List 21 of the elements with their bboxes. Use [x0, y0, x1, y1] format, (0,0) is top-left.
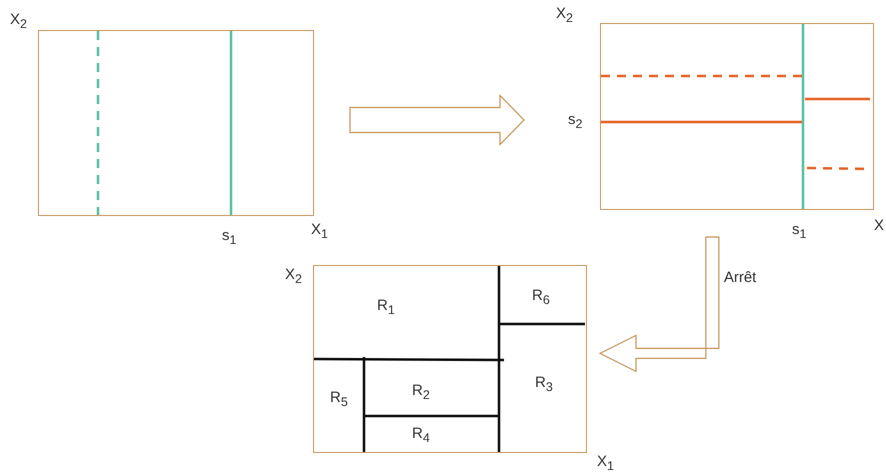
axis-label: X	[874, 218, 884, 233]
region-label: R$_{5}$	[330, 390, 348, 408]
axis-label: s$_{1}$	[222, 228, 236, 246]
plot-frame	[313, 265, 587, 453]
axis-label: X$_{2}$	[10, 12, 27, 30]
region-label: R$_{4}$	[412, 426, 430, 444]
region-label: R$_{1}$	[377, 298, 395, 316]
axis-label: X$_{1}$	[597, 454, 614, 472]
axis-label: X$_{2}$	[556, 6, 573, 24]
plot-frame	[38, 30, 314, 216]
axis-label: X$_{2}$	[285, 267, 302, 286]
region-label: R$_{3}$	[535, 375, 553, 394]
region-label: R$_{6}$	[532, 288, 550, 306]
axis-label: X$_{1}$	[311, 222, 328, 240]
axis-label: s$_{2}$	[568, 112, 582, 130]
region-label: R$_{2}$	[412, 383, 430, 402]
block-arrow	[598, 236, 720, 372]
axis-label: s$_{1}$	[792, 222, 806, 240]
edge-label: Arrêt	[724, 270, 756, 286]
plot-frame	[600, 23, 874, 210]
block-arrow	[349, 94, 525, 146]
